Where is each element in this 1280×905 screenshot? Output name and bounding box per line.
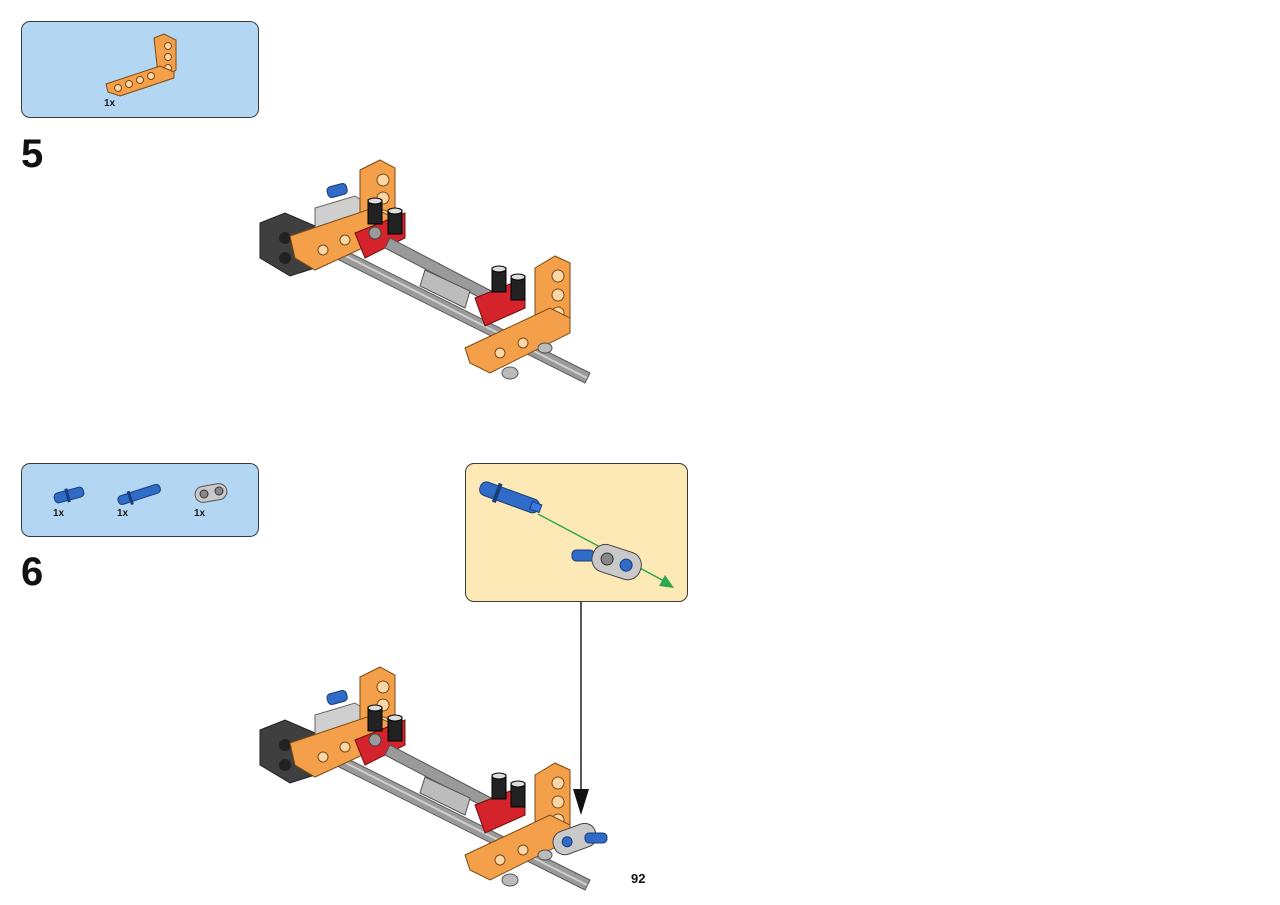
model-step-5: [259, 159, 591, 384]
parts-list-step-5: 1x: [21, 21, 259, 118]
blue-short-pin-icon: [53, 486, 85, 504]
orange-l-beam-icon: [105, 33, 177, 97]
model-step-6: [259, 666, 608, 891]
step-number-6: 6: [21, 550, 44, 594]
sub-assembly-callout: [465, 463, 688, 602]
blue-long-axle-pin-icon: [117, 483, 161, 506]
placement-arrow: [573, 602, 589, 815]
sub-assembly-illustration: [479, 481, 674, 588]
page-number: 92: [631, 871, 646, 886]
part-qty: 1x: [117, 508, 129, 519]
parts-list-step-6: 1x 1x 1x: [21, 463, 259, 537]
part-qty: 1x: [53, 508, 65, 519]
part-qty: 1x: [194, 508, 206, 519]
part-qty: 1x: [104, 98, 116, 109]
step-number-5: 5: [21, 132, 44, 176]
gray-double-connector-icon: [194, 483, 228, 503]
